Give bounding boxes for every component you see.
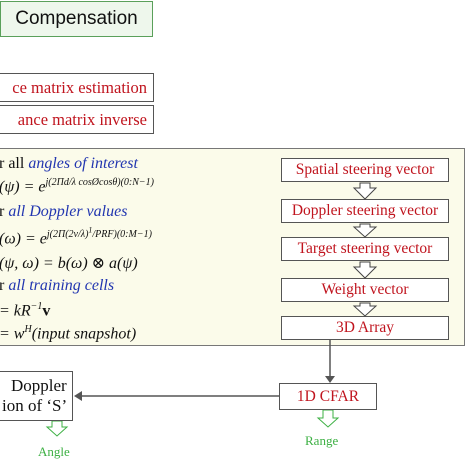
angles-of-interest: angles of interest [28, 155, 138, 172]
algorithm-line-8: = wH(input snapshot) [0, 324, 137, 343]
covariance-inverse-box: ance matrix inverse [0, 105, 154, 134]
cfar-to-doppler-head [74, 391, 82, 401]
algorithm-line-2: (ψ) = ej(2Πd/λ cosØcosθ)(0:N−1) [0, 177, 155, 196]
angle-label: Angle [38, 444, 70, 459]
doppler-estimation-box: Doppler ion of ‘S’ [0, 371, 73, 421]
algorithm-line-5: (ψ, ω) = b(ω) ⊗ a(ψ) [0, 255, 138, 272]
covariance-estimation-label: ce matrix estimation [12, 77, 147, 97]
doppler-steering-vector-box: Doppler steering vector [281, 199, 449, 223]
angle-output-arrow [45, 420, 69, 437]
down-arrow-3 [352, 261, 378, 279]
all-training-cells: all training cells [8, 277, 115, 294]
covariance-inverse-label: ance matrix inverse [17, 109, 147, 129]
3d-array-box: 3D Array [281, 316, 449, 340]
range-label: Range [305, 433, 339, 448]
algorithm-line-7: = kR−1v [0, 301, 51, 320]
algorithm-line-1: r all angles of interest [0, 155, 138, 172]
compensation-label: Compensation [15, 8, 138, 29]
algorithm-line-4: (ω) = ej(2Π(2v/λ)1/PRF)(0:M−1) [0, 226, 152, 248]
covariance-estimation-box: ce matrix estimation [0, 73, 154, 102]
down-arrow-1 [352, 182, 378, 200]
range-output-arrow [316, 409, 340, 428]
compensation-box: Compensation [0, 1, 153, 37]
array-to-cfar-head [325, 376, 335, 383]
down-arrow-4 [352, 302, 378, 317]
cfar-box: 1D CFAR [279, 383, 377, 410]
target-steering-vector-box: Target steering vector [281, 237, 449, 261]
doppler-line-2: ion of ‘S’ [2, 396, 68, 415]
doppler-line-1: Doppler [11, 376, 67, 395]
down-arrow-2 [352, 223, 378, 238]
algorithm-line-3: r all Doppler values [0, 203, 128, 220]
algorithm-line-6: r all training cells [0, 277, 115, 294]
spatial-steering-vector-box: Spatial steering vector [281, 158, 449, 182]
all-doppler-values: all Doppler values [8, 203, 128, 220]
weight-vector-box: Weight vector [281, 278, 449, 302]
